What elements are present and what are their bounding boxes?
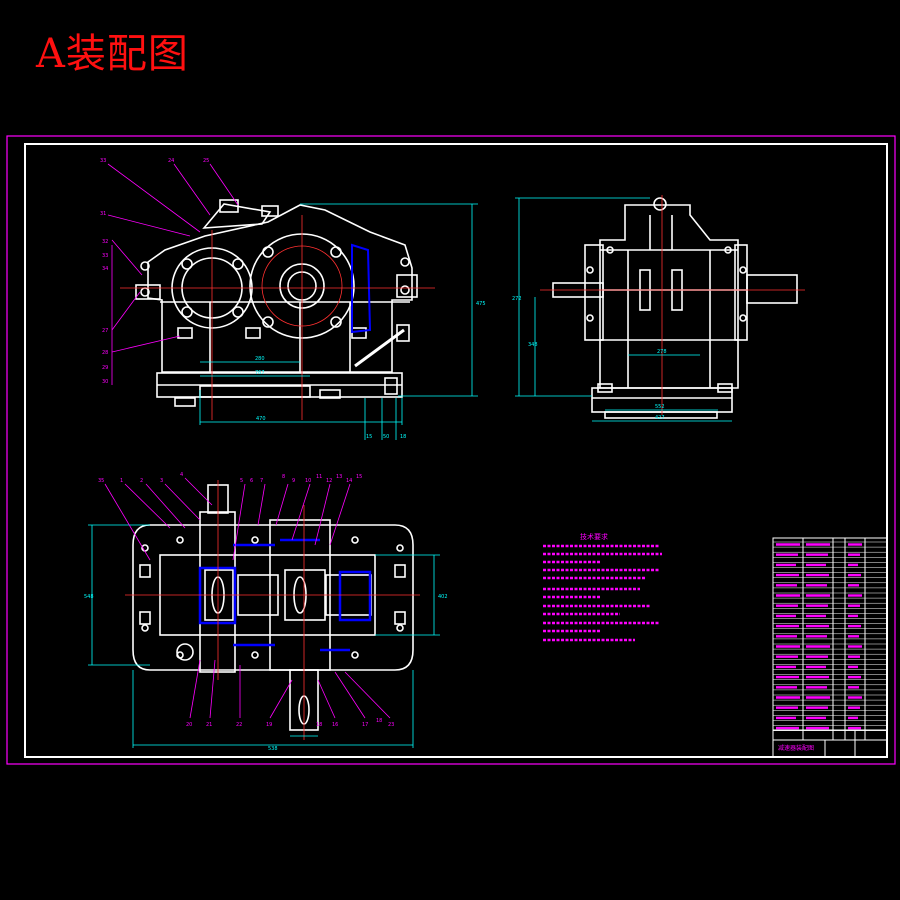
parts-list-text — [776, 543, 862, 730]
side-dim-label: 552 — [655, 404, 665, 410]
part-number: 30 — [102, 379, 108, 385]
top-view-part-numbers: 35 1 2 3 4 5 6 7 8 9 10 11 12 13 14 15 2… — [98, 472, 394, 728]
top-view-sections — [198, 538, 372, 652]
tech-req-text-lines — [543, 544, 662, 642]
part-number: 5 — [240, 478, 243, 484]
front-dim-label: 18 — [400, 434, 406, 440]
front-view-dimensions — [199, 203, 478, 440]
top-view-dimensions — [88, 524, 440, 748]
part-number: 20 — [186, 722, 192, 728]
part-number: 29 — [102, 365, 108, 371]
title-block-label: 减速器装配图 — [778, 744, 814, 752]
part-number: 18 — [316, 722, 322, 728]
front-view — [135, 199, 418, 407]
part-number: 24 — [168, 158, 174, 164]
part-number: 2 — [140, 478, 143, 484]
technical-requirements: 技术要求 — [543, 532, 662, 642]
top-dim-label: 548 — [84, 594, 94, 600]
part-number: 4 — [180, 472, 183, 478]
part-number: 12 — [326, 478, 332, 484]
part-number: 34 — [102, 266, 108, 272]
part-number: 28 — [102, 350, 108, 356]
part-number: 19 — [266, 722, 272, 728]
part-number: 3 — [160, 478, 163, 484]
part-number: 32 — [102, 239, 108, 245]
part-number: 1 — [120, 478, 123, 484]
part-number: 9 — [292, 478, 295, 484]
part-number: 6 — [250, 478, 253, 484]
part-number: 21 — [206, 722, 212, 728]
front-dim-label: 50 — [383, 434, 389, 440]
part-number: 31 — [100, 211, 106, 217]
front-view-centerlines — [120, 215, 435, 420]
part-number: 13 — [336, 474, 342, 480]
front-dim-label: 767 — [255, 370, 265, 376]
outer-frame — [6, 135, 896, 765]
part-number: 17 — [362, 722, 368, 728]
side-view — [552, 197, 798, 419]
part-number: 23 — [388, 722, 394, 728]
side-dim-label: 272 — [512, 296, 522, 302]
side-view-dim-labels: 272 348 552 427 278 — [512, 296, 667, 421]
part-number: 10 — [305, 478, 311, 484]
part-number: 15 — [356, 474, 362, 480]
front-view-part-numbers: 33 24 25 31 32 33 34 27 28 29 30 — [100, 158, 209, 385]
part-number: 18 — [376, 718, 382, 724]
side-dim-label: 427 — [655, 415, 665, 421]
front-dim-label: 280 — [255, 356, 265, 362]
front-view-leaders — [107, 163, 239, 385]
top-dim-label: 402 — [438, 594, 448, 600]
part-number: 35 — [98, 478, 104, 484]
parts-list-rows — [773, 541, 887, 731]
side-dim-label: 348 — [528, 342, 538, 348]
top-view-leaders — [104, 477, 391, 719]
part-number: 11 — [316, 474, 322, 480]
top-dim-label: 538 — [268, 746, 278, 752]
part-number: 7 — [260, 478, 263, 484]
part-number: 8 — [282, 474, 285, 480]
part-number: 33 — [100, 158, 106, 164]
part-number: 33 — [102, 253, 108, 259]
part-number: 16 — [332, 722, 338, 728]
side-view-centerlines — [540, 195, 805, 415]
drawing-title: A装配图 — [36, 31, 189, 77]
part-number: 14 — [346, 478, 352, 484]
front-dim-label: 475 — [476, 301, 486, 307]
front-dim-label: 470 — [256, 416, 266, 422]
side-dim-label: 278 — [657, 349, 667, 355]
part-number: 25 — [203, 158, 209, 164]
inner-frame — [24, 143, 888, 758]
part-number: 22 — [236, 722, 242, 728]
part-number: 27 — [102, 328, 108, 334]
top-view-centerlines — [125, 480, 420, 740]
side-view-dimensions — [515, 197, 732, 422]
tech-req-heading: 技术要求 — [580, 532, 608, 541]
front-view-dim-labels: 280 767 470 475 15 50 18 — [255, 301, 486, 440]
front-dim-label: 15 — [366, 434, 372, 440]
top-view-dim-labels: 548 402 538 — [84, 594, 448, 752]
